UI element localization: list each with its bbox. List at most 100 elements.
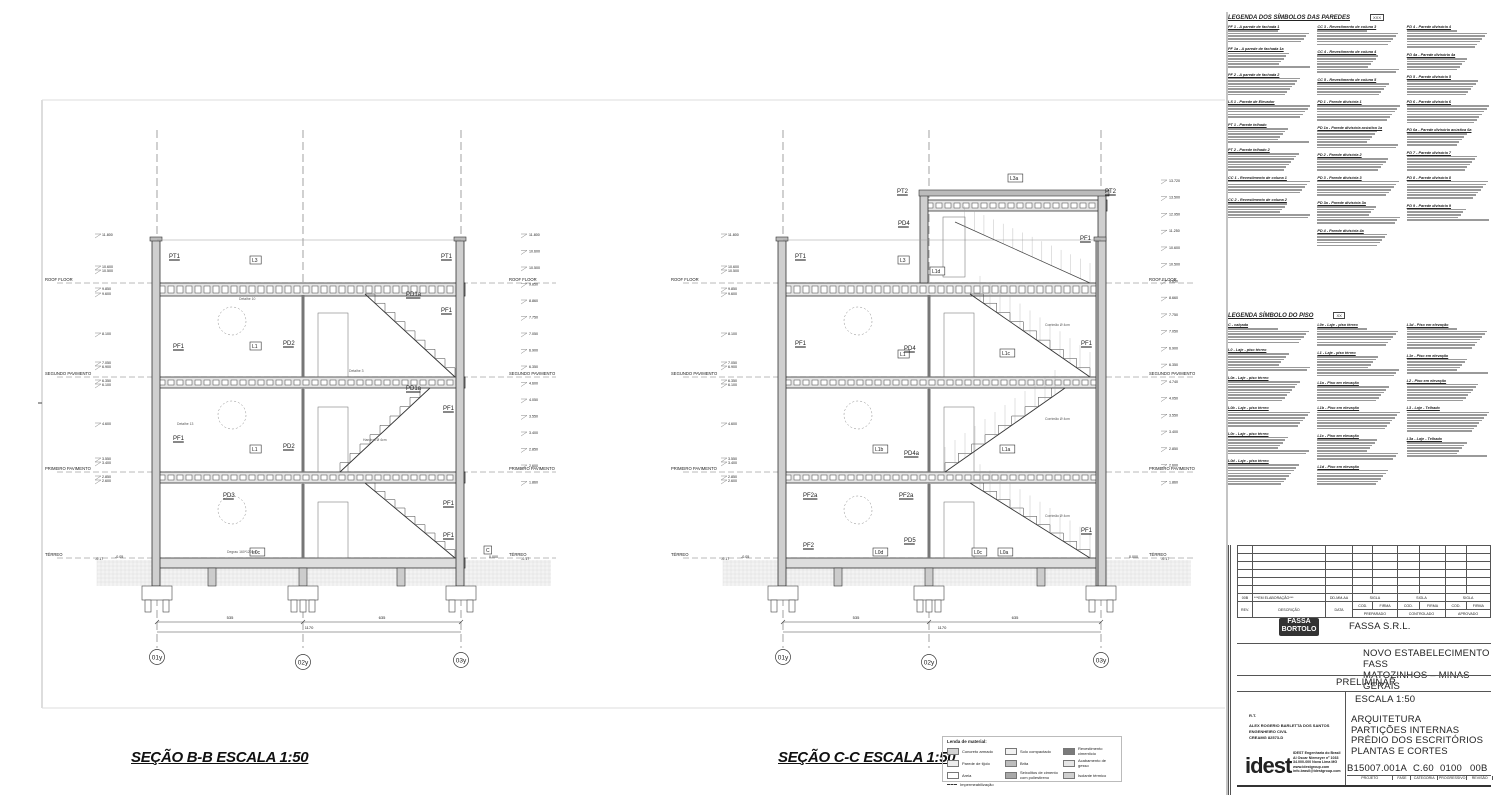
slab-rib (955, 285, 963, 294)
elevation-marker: 4.600 (728, 422, 737, 426)
description-line: ARQUITETURA (1351, 714, 1422, 725)
legend-entry-text-line (1228, 452, 1307, 455)
hdr-desc: DESCRIÇÃO (1252, 601, 1326, 618)
section-cc-title: SEÇÃO C-C ESCALA 1:50 (778, 749, 956, 766)
legend-entry-text-line (1317, 424, 1388, 427)
legend-entry-text-line (1228, 381, 1300, 383)
legend-entry-text-line (1317, 361, 1374, 363)
slab-rib (1063, 379, 1071, 386)
legend-entry-text-line (1406, 383, 1479, 386)
legend-entry-text-line (1406, 358, 1468, 361)
elevation-triangle-icon (1160, 179, 1168, 185)
legend-entry-text-line (1228, 35, 1307, 38)
elevation-triangle-icon (720, 332, 728, 338)
floor-tag: L0c (252, 550, 261, 556)
legend-entry-text-line (1317, 63, 1371, 65)
slab-rib (1088, 202, 1096, 209)
grid-bubble (921, 654, 937, 670)
elevation-marker: 4.050 (1169, 397, 1178, 401)
elevation-triangle-icon (720, 233, 728, 239)
legend-entry-text-line (1228, 169, 1284, 171)
material-item: Areia (947, 770, 1001, 780)
legend-entry-text-line (1317, 330, 1399, 333)
legend-entry-text-line (1228, 330, 1309, 333)
elevation-marker: 8.860 (529, 299, 538, 303)
grid-label: 02y (298, 660, 309, 667)
legend-entry: L0d - Laje - piso térreo (1228, 459, 1311, 485)
slab-rib (820, 379, 828, 386)
slab-rib (284, 379, 292, 386)
legend-entry-text-line (1317, 338, 1391, 341)
legend-entry-heading: PD 4a - Parede divisória 4a (1406, 52, 1456, 57)
legend-entry-text-line (1228, 469, 1294, 472)
legend-entry-text-line (1228, 341, 1299, 344)
slab-rib (230, 474, 238, 481)
slab-rib (320, 379, 328, 386)
wall-tag: PD2 (283, 341, 295, 347)
legend-entry-text-line (1406, 338, 1480, 341)
legend-entry-text-line (1228, 436, 1288, 439)
legend-entry-text-line (1317, 194, 1387, 196)
grid-label: 03y (1096, 658, 1107, 665)
legend-entry-text-line (1406, 330, 1488, 333)
legend-entry: PD 9 - Parede divisória 9 (1406, 204, 1490, 221)
legend-entry: L0b - Laje - piso térreo (1228, 406, 1311, 427)
wall-tag: PD3 (223, 493, 235, 499)
elevation-triangle-icon (1160, 280, 1168, 285)
legend-entry-text-line (1406, 32, 1488, 35)
slab-rib (1025, 202, 1033, 209)
legend-entry-text-line (1406, 180, 1489, 183)
slab-rib (919, 474, 927, 481)
level-label-left: TÉRREO (45, 552, 63, 557)
legend-entry-text-line (1317, 118, 1388, 121)
pile (788, 599, 796, 613)
legend-entry-text-line (1406, 211, 1464, 213)
legend-entry-text-line (1317, 439, 1378, 441)
elevation-marker: 2.600 (529, 464, 538, 468)
slab-rib (221, 474, 229, 481)
tag-box (897, 255, 910, 265)
legend-entry-text-line (1228, 369, 1308, 371)
dimension-tick (780, 619, 786, 625)
material-label: Acabamento de gesso (1078, 758, 1107, 768)
elevation-triangle-icon (94, 233, 102, 239)
floor-legend-title: LEGENDA SÍMBOLO DO PISO (1228, 313, 1314, 319)
elevation-marker: 13.720 (1169, 179, 1180, 183)
client-name: FASSA S.R.L. (1349, 621, 1411, 632)
elevation-marker: 6.900 (102, 365, 111, 369)
legend-entry-text-line (1228, 475, 1289, 477)
legend-entry-text-line (1317, 108, 1398, 110)
elevation-triangle-icon (1160, 313, 1168, 319)
legend-entry: PD 1a - Parede divisória acústica 1a (1317, 126, 1400, 149)
slab-rib (248, 474, 256, 481)
legend-entry-heading: L0b - Laje - piso térreo (1228, 406, 1269, 411)
legend-entry-text-line (1317, 146, 1396, 149)
legend-entry-text-line (1228, 91, 1288, 93)
description-line: PLANTAS E CORTES (1351, 745, 1448, 757)
elevation-marker: 8.100 (102, 332, 111, 336)
slab-rib (293, 285, 301, 294)
slab-rib (973, 379, 981, 386)
legend-entry-heading: PD 6 - Parede divisória 6 (1406, 100, 1451, 105)
legend-entry-text-line (1406, 411, 1490, 414)
legend-entry-heading: LS 1 - Parede de Elevador (1228, 100, 1275, 105)
legend-entry-text-line (1317, 91, 1382, 93)
legend-entry-text-line (1228, 40, 1302, 43)
rt-line: ALEX ROGERIO BARLETTA DOS SANTOS (1249, 723, 1330, 728)
legend-entry-text-line (1228, 155, 1297, 158)
elevation-triangle-icon (94, 269, 102, 275)
slab-rib (284, 474, 292, 481)
legend-entry-text-line (1228, 355, 1287, 358)
slab-rib (874, 474, 882, 481)
slab-rib (248, 379, 256, 386)
legend-entry: L1c - Piso em elevação (1317, 434, 1400, 460)
legend-entry-text-line (1317, 333, 1396, 336)
stair-steps (944, 387, 1065, 472)
legend-entry-text-line (1228, 444, 1281, 447)
wall-tag: PF1 (1081, 341, 1093, 347)
parapet-cap (775, 236, 789, 242)
partition-wall (301, 295, 305, 377)
grid-bubble (775, 649, 791, 665)
